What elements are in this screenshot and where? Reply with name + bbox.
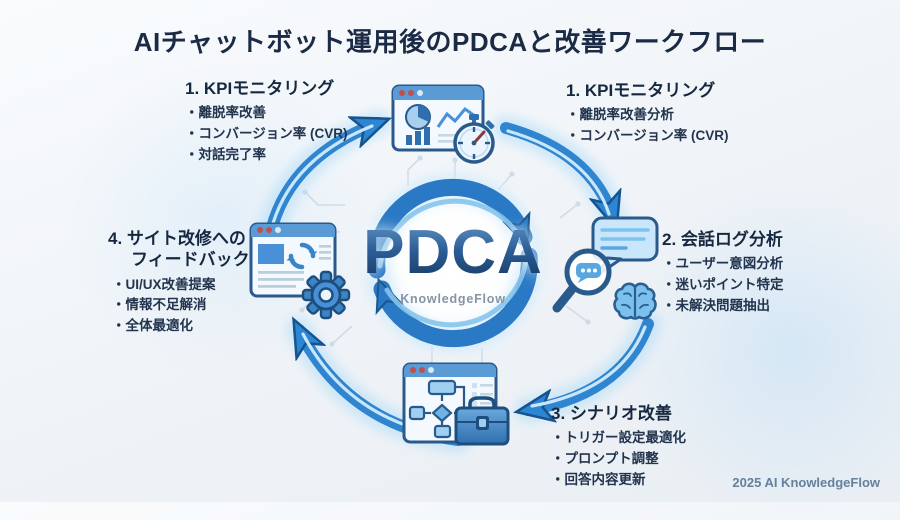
list-item: ・コンバージョン率 (CVR)	[185, 126, 348, 142]
list-item: ・プロンプト調整	[551, 451, 659, 467]
list-item: ・コンバージョン率 (CVR)	[566, 128, 729, 144]
gear-icon	[301, 270, 351, 320]
step-heading: 1. KPIモニタリング	[185, 79, 335, 98]
footer-credit: 2025 AI KnowledgeFlow	[732, 475, 880, 490]
list-item: ・トリガー設定最適化	[551, 430, 686, 446]
diagram-canvas: AIチャットボット運用後のPDCAと改善ワークフロー 1. KPIモニタリング …	[60, 27, 900, 520]
refresh-icon	[286, 242, 318, 270]
step-kpi-monitoring-right: 1. KPIモニタリング ・離脱率改善分析 ・コンバージョン率 (CVR)	[566, 80, 728, 147]
flow-arrow-top-to-right	[492, 114, 627, 218]
list-item: ・迷いポイント特定	[662, 277, 784, 293]
list-item: ・離脱率改善分析	[566, 107, 674, 123]
analytics-dashboard-stopwatch-icon	[391, 84, 495, 164]
step-heading: 1. KPIモニタリング	[566, 81, 716, 100]
step-heading: 2. 会話ログ分析	[662, 230, 783, 249]
list-item: ・UI/UX改善提案	[112, 276, 216, 292]
list-item: ・回答内容更新	[551, 472, 646, 488]
step-heading-line1: 4. サイト改修への	[108, 229, 246, 248]
step-heading-line2: フィードバック	[131, 250, 250, 270]
briefcase-icon	[454, 396, 510, 446]
step-heading: 3. シナリオ改善	[551, 404, 672, 423]
brain-icon	[613, 282, 657, 320]
step-scenario-improvement: 3. シナリオ改善 ・トリガー設定最適化 ・プロンプト調整 ・回答内容更新	[551, 403, 686, 491]
diagram-title: AIチャットボット運用後のPDCAと改善ワークフロー	[133, 27, 767, 57]
stopwatch-icon	[453, 114, 495, 164]
magnifier-chat-brain-icon	[552, 216, 659, 320]
pdca-logo-text: PDCA	[363, 218, 543, 287]
magnifier-icon	[552, 248, 612, 313]
list-item: ・全体最適化	[112, 318, 193, 334]
brand-label: KnowledgeFlow	[400, 292, 506, 306]
step-kpi-monitoring-left: 1. KPIモニタリング ・離脱率改善 ・コンバージョン率 (CVR) ・対話完…	[185, 78, 347, 166]
flow-arrow-right-to-bottom	[528, 310, 662, 424]
list-item: ・離脱率改善	[185, 105, 266, 121]
flowchart-briefcase-icon	[402, 362, 510, 446]
list-item: ・情報不足解消	[112, 297, 207, 313]
list-item: ・未解決問題抽出	[662, 298, 770, 314]
list-item: ・ユーザー意図分析	[662, 256, 784, 272]
step-site-feedback: 4. サイト改修への フィードバック ・UI/UX改善提案 ・情報不足解消 ・全…	[108, 228, 250, 337]
step-conversation-log: 2. 会話ログ分析 ・ユーザー意図分析 ・迷いポイント特定 ・未解決問題抽出	[662, 229, 784, 317]
list-item: ・対話完了率	[185, 147, 266, 163]
pdca-cycle-arrows-icon	[362, 172, 544, 354]
webpage-refresh-gear-icon	[249, 222, 351, 320]
